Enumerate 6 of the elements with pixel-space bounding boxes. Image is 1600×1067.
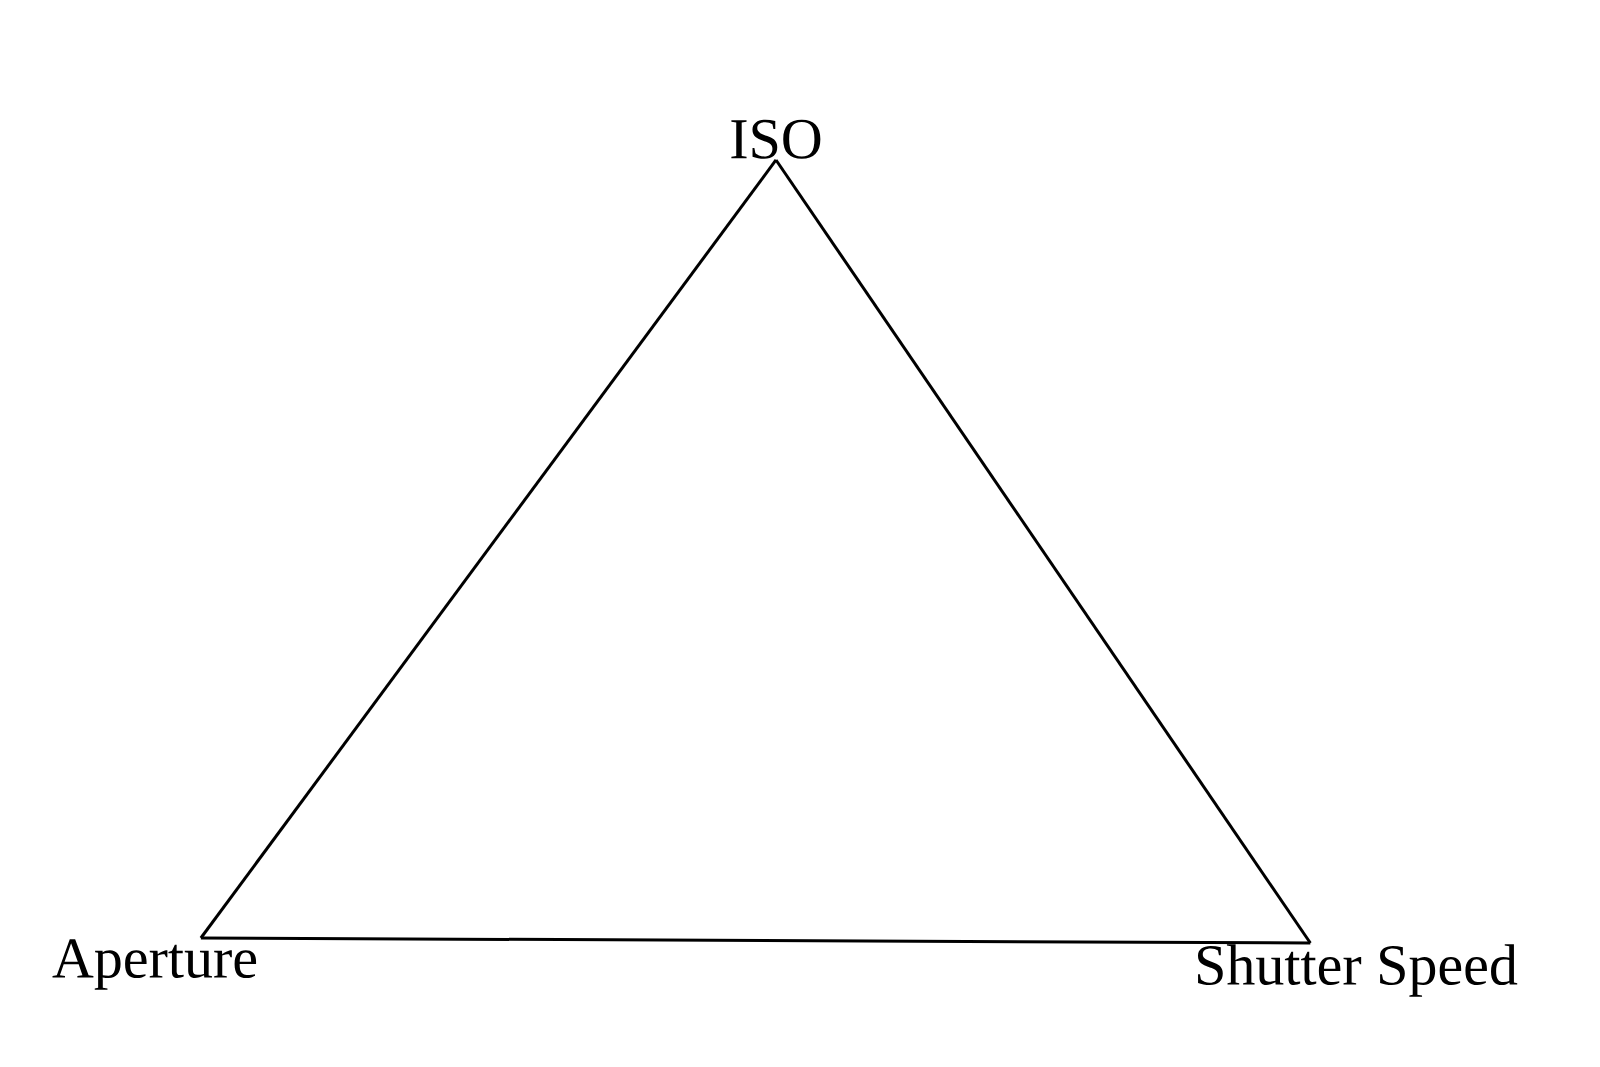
triangle-side bbox=[199, 159, 778, 939]
vertex-label: Shutter Speed bbox=[1198, 944, 1518, 997]
vertex-label: ISO bbox=[731, 119, 821, 159]
triangle-side bbox=[774, 159, 1312, 944]
vertex-label: Aperture bbox=[52, 939, 257, 990]
triangle-side bbox=[200, 936, 1311, 945]
